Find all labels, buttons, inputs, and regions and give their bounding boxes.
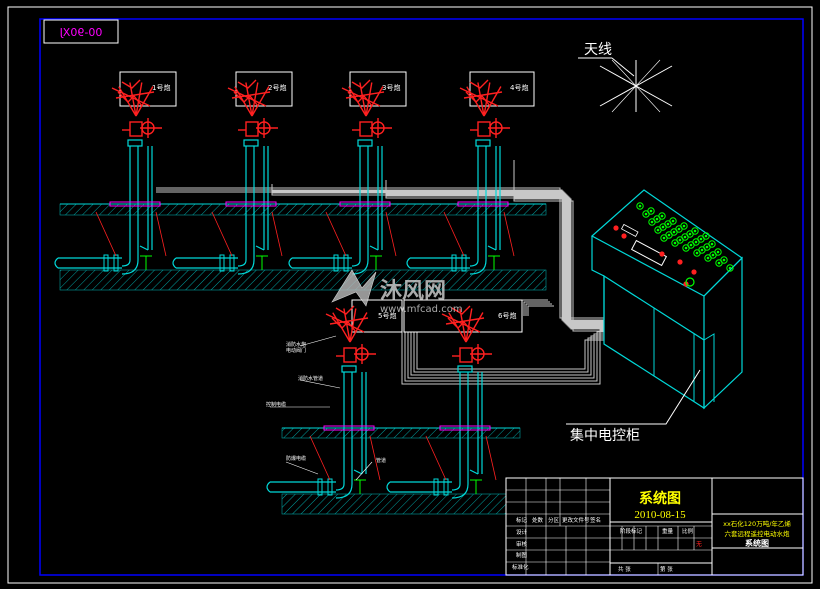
watermark: 沐风网 www.mfcad.com (331, 269, 463, 315)
cable-bundle (156, 160, 604, 385)
ground-plate (457, 201, 509, 207)
outer-border (7, 6, 813, 584)
cabinet-label: 集中电控柜 (570, 427, 640, 444)
support-lines (443, 211, 515, 257)
valve-icon (470, 479, 482, 494)
title-block: 系统图 2010-08-15 xx石化120万吨/年乙烯 六套远程遥控电动水炮 … (505, 477, 804, 576)
water-cannon-icon (325, 305, 376, 364)
watermark-url: www.mfcad.com (380, 304, 463, 315)
cannon-unit-3: 3号炮 (288, 71, 407, 275)
annotation-3: 消防水管道 (298, 375, 323, 382)
scale-label: 比例 (682, 527, 694, 535)
control-cabinet: 集中电控柜 (566, 189, 743, 444)
weight-label: 重量 (662, 527, 674, 535)
riser-pipe (386, 365, 483, 499)
pipe-annotations: 消防水炮 电动阀门 消防水管道 控制电缆 防爆电缆 管道 (266, 335, 386, 481)
row-label-design: 设计 (516, 528, 528, 536)
riser-pipe (288, 139, 383, 275)
water-cannon-icon (459, 79, 510, 138)
annotation-4: 控制电缆 (266, 401, 286, 408)
drawing-code: 00-90XJ (60, 26, 103, 39)
stage-label: 阶段标记 (620, 527, 643, 535)
project-line-1: xx石化120万吨/年乙烯 (723, 519, 791, 528)
ground-plate (339, 201, 391, 207)
riser-pipe (406, 139, 501, 275)
riser-pipe (172, 139, 269, 275)
water-cannon-icon (441, 305, 492, 364)
sheet-number: 第 张 (660, 565, 673, 573)
annotation-6: 管道 (376, 457, 386, 464)
cannon-label-box (351, 299, 403, 333)
annotation-1: 消防水炮 (286, 341, 306, 348)
support-lines (425, 435, 497, 481)
cannon-label: 2号炮 (268, 83, 286, 92)
drawing-code-box: 00-90XJ (43, 19, 119, 44)
row-label-mark: 标记 (516, 516, 528, 524)
cannon-label: 6号炮 (498, 311, 516, 320)
water-cannon-icon (111, 79, 162, 138)
cannon-label-box (403, 299, 523, 333)
watermark-logo-icon (331, 269, 377, 307)
drawing-name: 系统图 (745, 538, 769, 548)
ground-plate (439, 425, 491, 431)
project-line-2: 六套远程遥控电动水炮 (725, 529, 791, 538)
header-sign: 签名 (590, 516, 601, 524)
support-lines (309, 435, 381, 481)
cannon-label: 5号炮 (378, 311, 396, 320)
cannon-label: 4号炮 (510, 83, 528, 92)
ground-plate (225, 201, 277, 207)
cannon-label: 3号炮 (382, 83, 400, 92)
valve-icon (370, 255, 382, 270)
riser-pipe (54, 139, 153, 275)
header-count: 处数 (532, 516, 544, 524)
valve-icon (140, 255, 152, 270)
ground-row-2 (281, 427, 521, 515)
support-lines (325, 211, 397, 257)
cannon-unit-2: 2号炮 (172, 71, 293, 275)
support-lines (95, 211, 167, 257)
riser-pipe (266, 365, 367, 499)
valve-icon (256, 255, 268, 270)
ground-row-1 (59, 203, 547, 291)
cannon-label: 1号炮 (152, 83, 170, 92)
valve-icon (354, 479, 366, 494)
water-cannon-icon (341, 79, 392, 138)
cannon-unit-6: 6号炮 (386, 299, 523, 499)
indicator-lights (613, 202, 734, 287)
annotation-5: 防爆电缆 (286, 455, 306, 462)
drawing-frame (39, 18, 804, 576)
row-label-review: 审核 (516, 540, 528, 548)
title-block-title: 系统图 (639, 490, 681, 507)
support-lines (211, 211, 283, 257)
antenna-label: 天线 (584, 42, 612, 58)
header-zone: 分区 (548, 516, 560, 524)
watermark-brand: 沐风网 (380, 279, 446, 304)
antenna: 天线 (578, 42, 673, 113)
row-label-std: 标准化 (512, 563, 529, 571)
row-label-draw: 制图 (516, 551, 528, 559)
header-doc: 更改文件号 (562, 516, 590, 524)
scale-value: 无 (696, 541, 702, 548)
cannon-label-box (469, 71, 535, 107)
cannon-unit-4: 4号炮 (406, 71, 535, 275)
cannon-unit-1: 1号炮 (54, 71, 177, 275)
title-block-date: 2010-08-15 (634, 509, 686, 521)
ground-plate (109, 201, 161, 207)
water-cannon-icon (227, 79, 278, 138)
sheet-total: 共 张 (618, 565, 631, 573)
valve-icon (488, 255, 500, 270)
ground-plate (323, 425, 375, 431)
cannon-unit-5: 5号炮 (266, 299, 403, 499)
annotation-2: 电动阀门 (286, 347, 306, 354)
